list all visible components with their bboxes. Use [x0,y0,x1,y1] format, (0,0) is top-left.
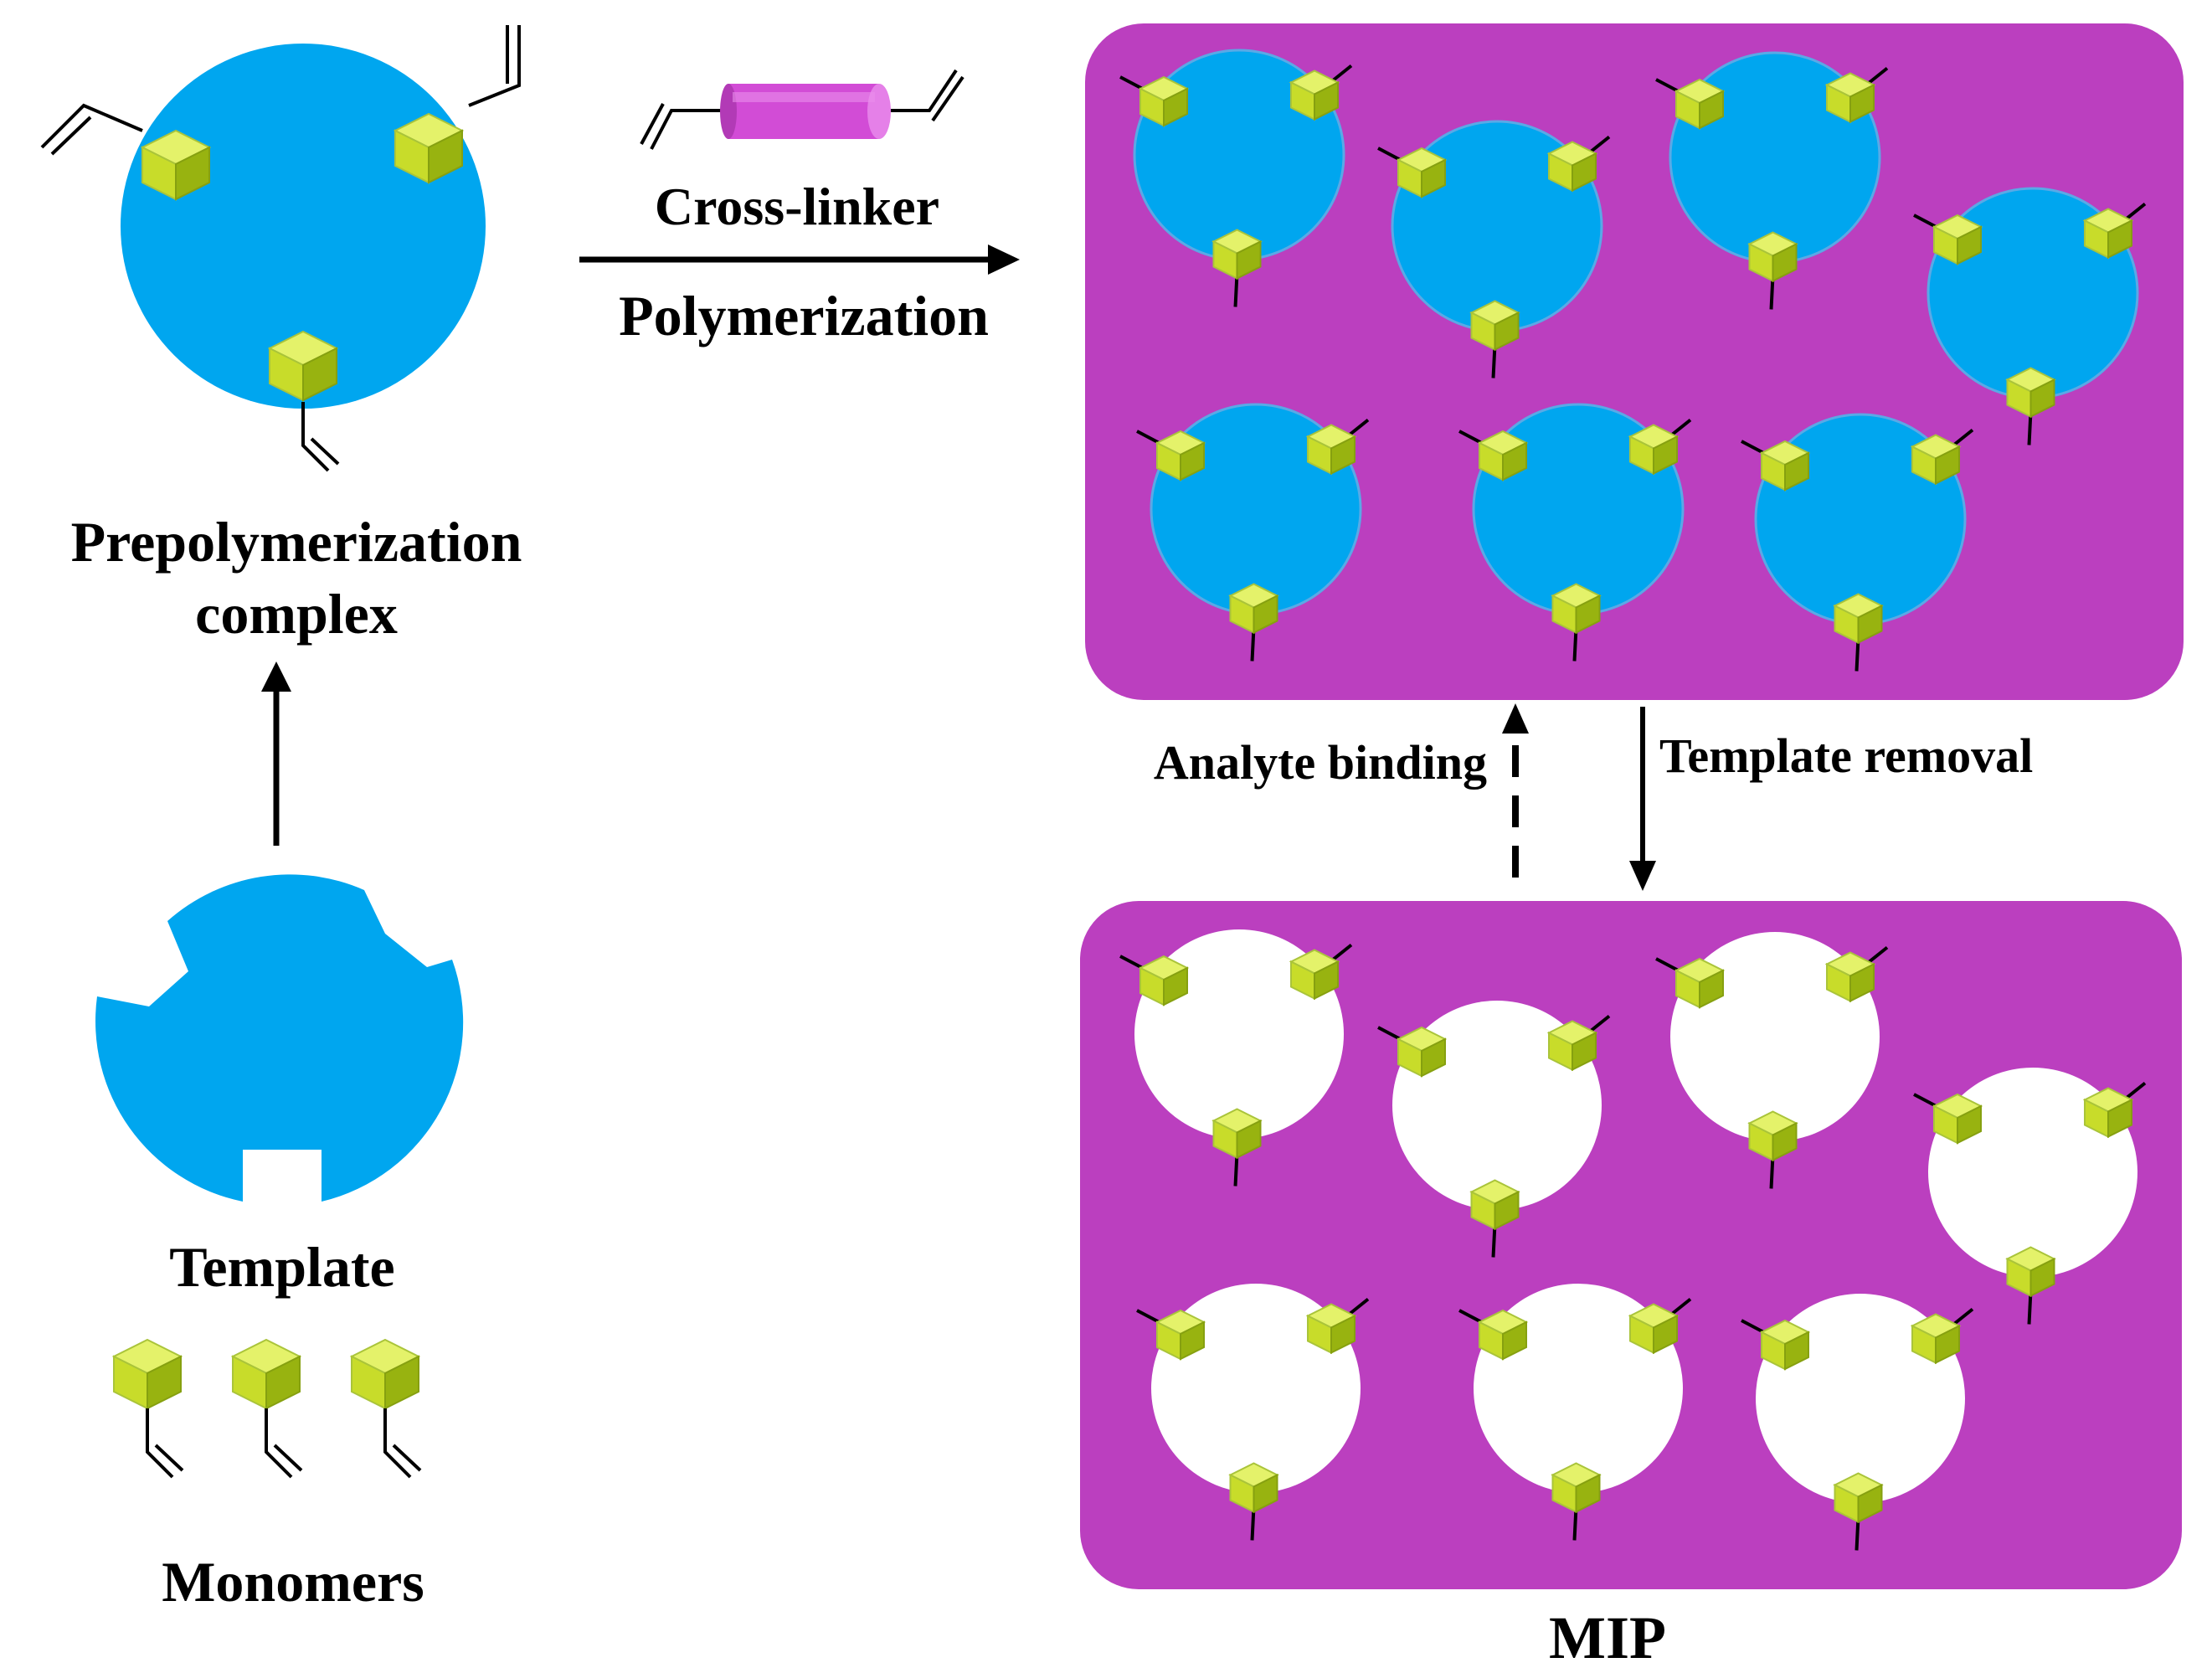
arrow-down-icon [1629,707,1656,891]
mip-panel [1080,901,2182,1589]
arrow-dashed-up-icon [1502,703,1529,878]
cavity-unit [1913,1068,2147,1325]
cavity-unit [1377,1001,1611,1258]
arrow-up-icon [261,661,291,846]
prepolymerization-complex [40,25,521,472]
template-icon [95,874,464,1202]
template-removal-label: Template removal [1659,728,2033,783]
cavity-unit [1741,413,1974,672]
cavity-unit [1136,403,1370,661]
cavity-unit [1377,120,1611,378]
monomer-icon [351,1339,422,1479]
complex-label: complex [195,582,398,646]
monomers-label: Monomers [162,1550,424,1614]
monomer-group [113,1339,422,1479]
crosslinker-icon [640,69,965,150]
arrow-right-icon [579,245,1020,275]
cavity-unit [1119,929,1353,1187]
polymer-with-templates-panel [1085,23,2184,700]
cavity-unit [1741,1294,1974,1551]
cross-linker-label: Cross-linker [655,177,939,236]
monomer-icon [40,103,210,200]
cavity-unit [1913,187,2147,445]
polymerization-label: Polymerization [619,284,989,347]
monomer-icon [394,25,521,183]
mip-label: MIP [1549,1604,1666,1671]
cavity-unit [1458,403,1692,661]
analyte-binding-label: Analyte binding [1154,735,1487,790]
cavity-unit [1655,932,1889,1189]
cavity-unit [1119,49,1353,307]
monomer-icon [232,1339,303,1479]
monomer-icon [113,1339,184,1479]
cavity-unit [1458,1284,1692,1541]
cavity-unit [1655,51,1889,310]
prepolymerization-label: Prepolymerization [71,510,522,574]
template-shape [95,874,464,1202]
cavity-unit [1136,1284,1370,1541]
template-label: Template [169,1235,394,1299]
